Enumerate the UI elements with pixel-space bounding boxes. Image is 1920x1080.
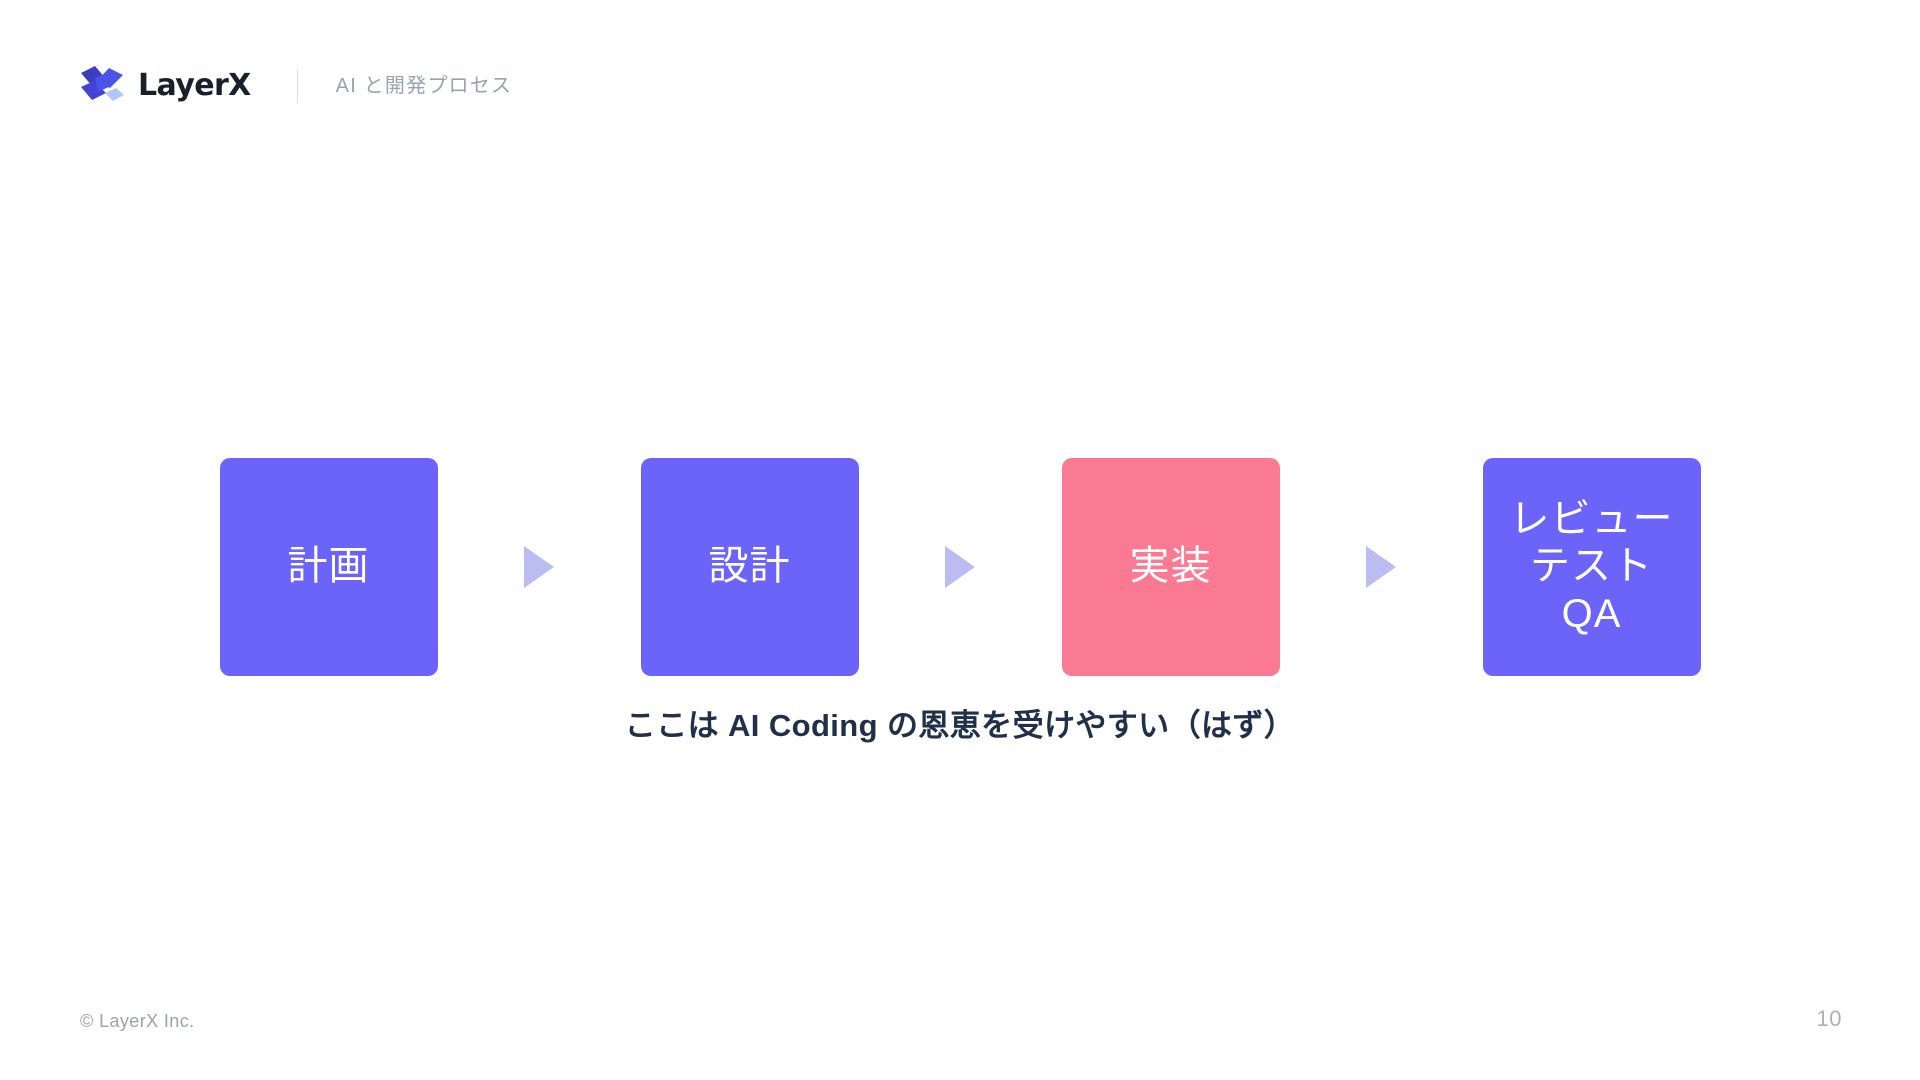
header-divider xyxy=(296,69,298,103)
flow-step-label: 設計 xyxy=(708,544,791,589)
flow-step-label-line2: テスト xyxy=(1530,544,1653,589)
flow-step-label: 計画 xyxy=(287,544,370,589)
header-subtitle: AI と開発プロセス xyxy=(335,75,513,97)
slide-header: LayerX AI と開発プロセス xyxy=(80,62,512,110)
brand-wordmark: LayerX xyxy=(138,68,251,103)
flow-step-label-line3: QA xyxy=(1561,591,1622,636)
brand-lockup: LayerX xyxy=(80,65,251,107)
flow-step-label: 実装 xyxy=(1129,544,1212,589)
footer-page-number: 10 xyxy=(1816,1006,1842,1031)
flow-caption: ここは AI Coding の恩恵を受けやすい（はず） xyxy=(624,708,1296,743)
process-flow: 計画 設計 実装 レビュー テスト QA xyxy=(0,458,1920,676)
arrow-right-triangle-icon xyxy=(1280,544,1483,590)
layerx-pinwheel-logo-icon xyxy=(80,65,124,107)
flow-step-label-line1: レビュー xyxy=(1509,497,1674,542)
arrow-right-triangle-icon xyxy=(859,544,1062,590)
footer-copyright: © LayerX Inc. xyxy=(80,1011,195,1031)
flow-step-plan: 計画 xyxy=(219,458,438,676)
flow-step-review-qa: レビュー テスト QA xyxy=(1482,458,1701,676)
flow-step-design: 設計 xyxy=(640,458,859,676)
arrow-right-triangle-icon xyxy=(438,544,641,590)
flow-step-implement: 実装 xyxy=(1061,458,1280,676)
